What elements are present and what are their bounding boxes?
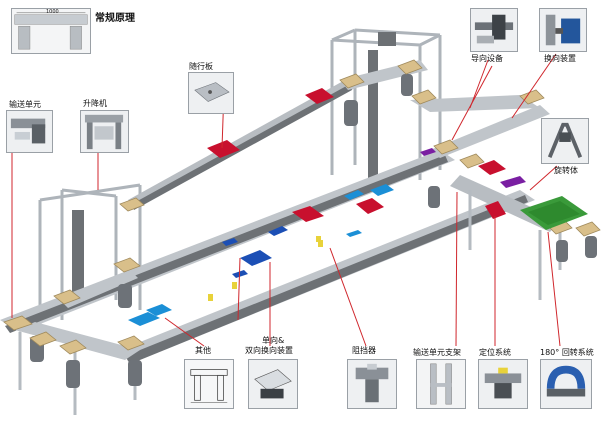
- thumb-rotator: [541, 118, 589, 164]
- leader-lines: [11, 53, 561, 347]
- thumb-transfer-device: [539, 8, 587, 52]
- label-rotator: 旋转体: [554, 166, 578, 175]
- thumb-other: [184, 359, 234, 409]
- purple-parts: [420, 148, 526, 188]
- thumb-transport-unit: [6, 110, 53, 153]
- left-lifter-frame: [38, 183, 142, 330]
- label-transfer-single-double-2: 双向换向装置: [245, 346, 293, 355]
- thumb-carrier-plate: [188, 72, 234, 114]
- thumb-support: [416, 359, 466, 409]
- thumb-stopper: [347, 359, 397, 409]
- cyan-plates: [128, 184, 394, 326]
- inset-dimension-label: 1000: [46, 9, 59, 15]
- page-title: 常规原理: [95, 13, 135, 24]
- thumb-rotation-180: [540, 359, 592, 409]
- label-guide-device: 导向设备: [471, 54, 503, 63]
- label-support: 输送单元支架: [413, 348, 461, 357]
- conveyor-rails: [0, 60, 560, 364]
- label-carrier-plate: 随行板: [189, 62, 213, 71]
- thumb-positioning: [478, 359, 528, 409]
- label-transport-unit: 输送单元: [9, 100, 41, 109]
- yellow-stoppers: [208, 236, 323, 301]
- label-other: 其他: [195, 346, 211, 355]
- blue-plates: [222, 226, 288, 278]
- motors: [30, 74, 597, 388]
- label-lifter: 升降机: [83, 99, 107, 108]
- label-transfer-single-double-1: 单向&: [262, 336, 285, 345]
- thumb-guide-device: [470, 8, 518, 52]
- dark-columns: [72, 32, 396, 300]
- green-rotary-plate: [520, 196, 588, 230]
- principle-inset-image: 1000: [11, 8, 91, 54]
- label-stopper: 阻挡器: [352, 346, 376, 355]
- thumb-lifter: [80, 110, 129, 153]
- label-transfer-device: 换向装置: [544, 54, 576, 63]
- thumb-transfer-single-double: [248, 359, 298, 409]
- red-plates: [207, 88, 506, 222]
- tan-nodes: [3, 59, 601, 355]
- label-rotation-180: 180° 回转系统: [540, 348, 594, 357]
- label-positioning: 定位系统: [479, 348, 511, 357]
